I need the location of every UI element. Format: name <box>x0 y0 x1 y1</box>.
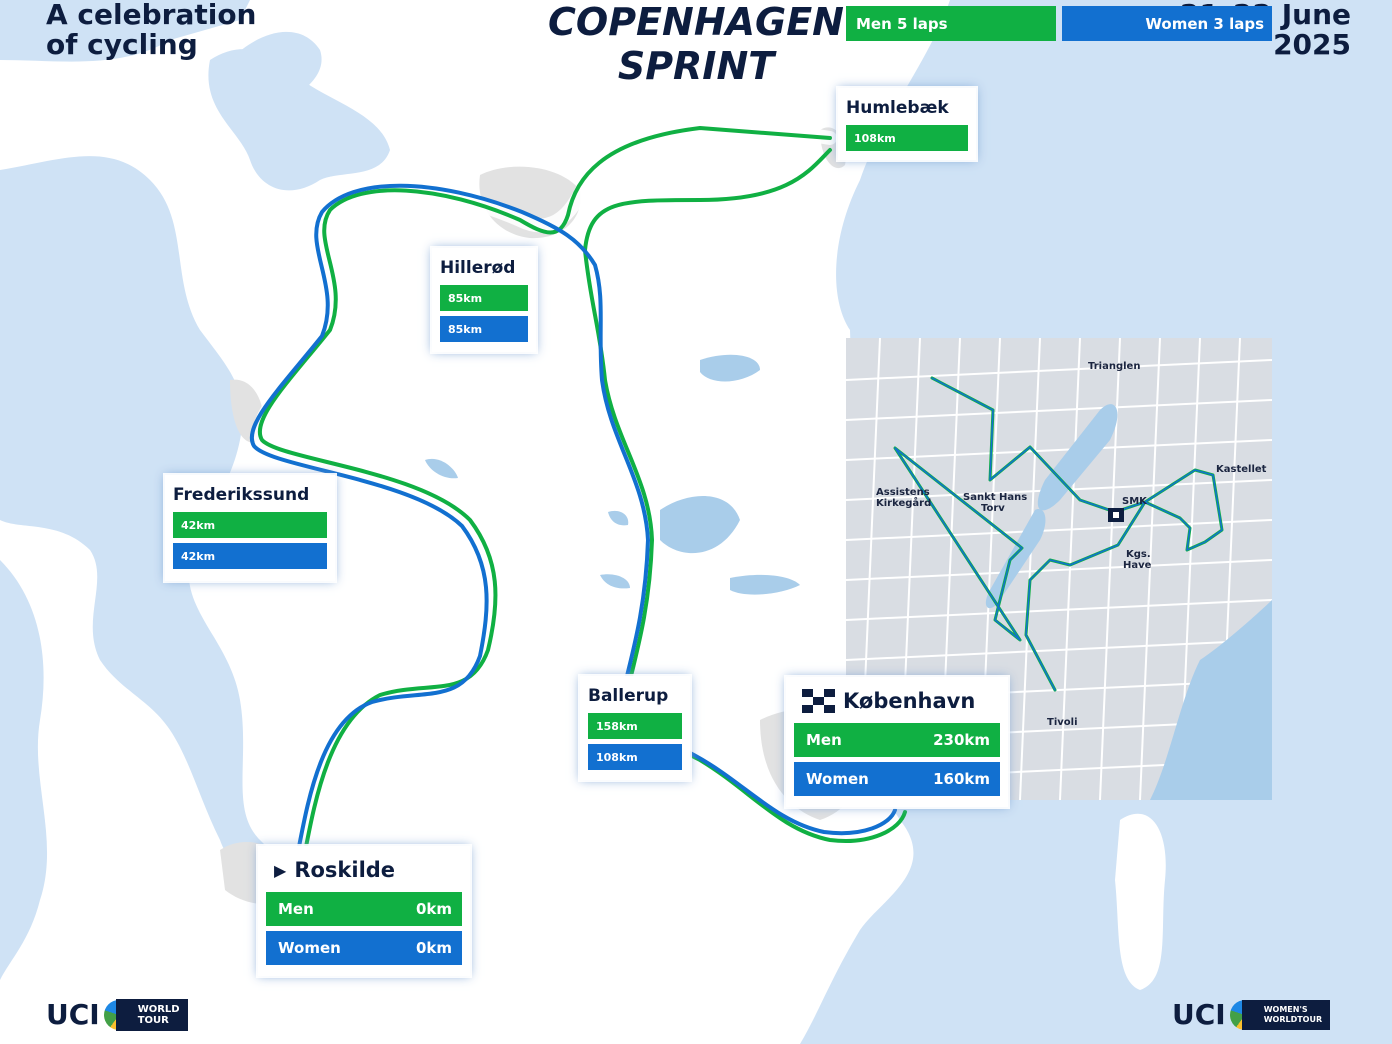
isefjord <box>0 560 48 980</box>
inset-label-assistens: Assistens <box>876 487 930 498</box>
stop-name: Hillerød <box>440 258 516 278</box>
men-distance: 42km <box>173 512 327 538</box>
tagline: A celebration of cycling <box>46 0 257 60</box>
men-laps-label: Men 5 laps <box>856 14 948 33</box>
men-route-south <box>583 148 907 843</box>
women-distance: 108km <box>588 744 682 770</box>
inset-label-trianglen: Trianglen <box>1088 361 1140 372</box>
uci-womens-worldtour-logo: UCI WOMEN'S WORLDTOUR <box>1172 998 1331 1031</box>
women-distance: 42km <box>173 543 327 569</box>
inset-label-tivoli: Tivoli <box>1047 717 1078 728</box>
inset-women-circuit <box>894 377 1223 691</box>
stop-name: Humlebæk <box>846 98 949 118</box>
lake <box>700 354 760 382</box>
inset-lakes <box>1037 404 1118 511</box>
men-route <box>258 126 832 854</box>
men-distance: 85km <box>440 285 528 311</box>
laps-bar-women: Women 3 laps <box>1062 6 1272 41</box>
inset-label-have: Have <box>1123 560 1152 571</box>
world-tour-text: WORLD TOUR <box>115 998 188 1031</box>
inset-label-kirkegard: Kirkegård <box>876 496 931 509</box>
stop-name: Frederikssund <box>173 485 310 505</box>
stop-name-row: ▶ Roskilde <box>258 846 470 892</box>
uci-text: UCI <box>1172 998 1226 1031</box>
stop-kobenhavn: København Men 230km Women 160km <box>786 677 1008 807</box>
inset-label-torv: Torv <box>981 503 1005 514</box>
women-distance: Women 0km <box>266 931 462 965</box>
stop-name: Roskilde <box>294 858 396 882</box>
tagline-line1: A celebration <box>46 0 257 31</box>
men-distance: Men 230km <box>794 723 1000 757</box>
checkered-flag-icon <box>802 689 835 713</box>
race-title: COPENHAGEN SPRINT <box>540 0 852 88</box>
start-triangle-icon: ▶ <box>274 860 287 880</box>
title-line1: COPENHAGEN <box>548 0 844 44</box>
uci-text: UCI <box>46 998 100 1031</box>
inset-finish-flag-icon <box>1108 508 1124 522</box>
inset-lakes <box>985 509 1046 609</box>
inset-label-kgs: Kgs. <box>1126 549 1151 560</box>
women-distance: Women 160km <box>794 762 1000 796</box>
stop-hillerod: Hillerød 85km 85km <box>432 248 536 352</box>
inset-label-kastellet: Kastellet <box>1216 464 1267 475</box>
women-distance: 85km <box>440 316 528 342</box>
womens-worldtour-text: WOMEN'S WORLDTOUR <box>1241 999 1331 1030</box>
stop-name-row: København <box>786 677 1008 723</box>
stop-ballerup: Ballerup 158km 108km <box>580 676 690 780</box>
island <box>1115 813 1166 990</box>
date-line2: 2025 <box>1273 28 1351 61</box>
stop-frederikssund: Frederikssund 42km 42km <box>165 475 335 581</box>
title-line2: SPRINT <box>617 44 775 88</box>
inset-label-smk: SMK <box>1122 496 1148 507</box>
stop-name: København <box>843 689 976 713</box>
lake <box>600 574 630 589</box>
lake <box>608 510 629 526</box>
roskilde-fjord <box>0 156 290 874</box>
lake <box>730 574 800 595</box>
inset-harbour <box>1150 600 1272 800</box>
arresoe <box>228 31 322 113</box>
uci-world-tour-logo: UCI WORLD TOUR <box>46 998 188 1031</box>
lake <box>660 496 740 554</box>
inset-label-sankt-hans: Sankt Hans <box>963 492 1027 503</box>
men-distance: 108km <box>846 125 968 151</box>
lake <box>425 458 458 479</box>
stop-name: Ballerup <box>588 686 669 706</box>
men-distance: 158km <box>588 713 682 739</box>
stop-humlebaek: Humlebæk 108km <box>838 88 976 160</box>
laps-bar-men: Men 5 laps <box>846 6 1056 41</box>
tagline-line2: of cycling <box>46 28 198 61</box>
men-distance: Men 0km <box>266 892 462 926</box>
stop-roskilde: ▶ Roskilde Men 0km Women 0km <box>258 846 470 976</box>
women-laps-label: Women 3 laps <box>1145 14 1264 33</box>
